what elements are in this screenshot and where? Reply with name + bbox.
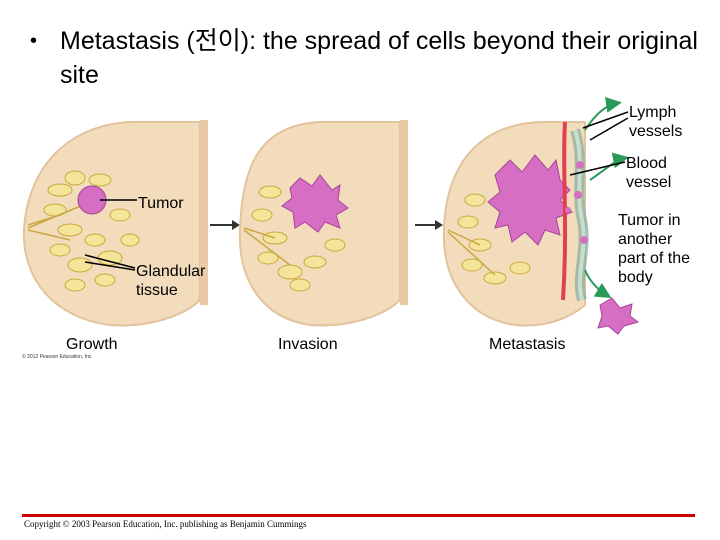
tumor-distant: [597, 297, 640, 335]
stage-metastasis: Metastasis: [489, 336, 566, 353]
label-tumor-other: Tumor in another part of the body: [618, 212, 691, 286]
tumor-invasive: [281, 174, 349, 233]
title-text: Metastasis (전이): the spread of cells bey…: [60, 27, 698, 89]
label-tumor: Tumor: [138, 195, 184, 212]
breast-invasion: [238, 120, 408, 327]
tumor-metastatic: [487, 154, 573, 246]
leader-lymph-2: [589, 117, 629, 141]
blood-vessel: [561, 121, 568, 301]
bullet-icon: •: [30, 30, 38, 52]
image-credit: © 2012 Pearson Education, Inc.: [22, 354, 93, 360]
spread-arrow-icon: [584, 269, 612, 299]
leader-glandular-2: [84, 261, 136, 271]
leader-glandular-1: [84, 254, 136, 269]
stage-growth: Growth: [66, 336, 118, 353]
copyright-text: Copyright © 2003 Pearson Education, Inc.…: [24, 519, 307, 529]
leader-blood: [569, 161, 626, 176]
footer-divider: [22, 514, 695, 517]
leader-lymph-1: [582, 111, 629, 129]
breast-growth: [22, 120, 208, 327]
breast-metastasis: [442, 96, 629, 327]
stage-invasion: Invasion: [278, 336, 338, 353]
label-blood-vessel: Blood vessel: [626, 155, 672, 191]
label-glandular-tissue: Glandular tissue: [136, 263, 206, 299]
slide-title: • Metastasis (전이): the spread of cells b…: [30, 24, 700, 92]
label-lymph-vessels: Lymph vessels: [629, 104, 683, 140]
